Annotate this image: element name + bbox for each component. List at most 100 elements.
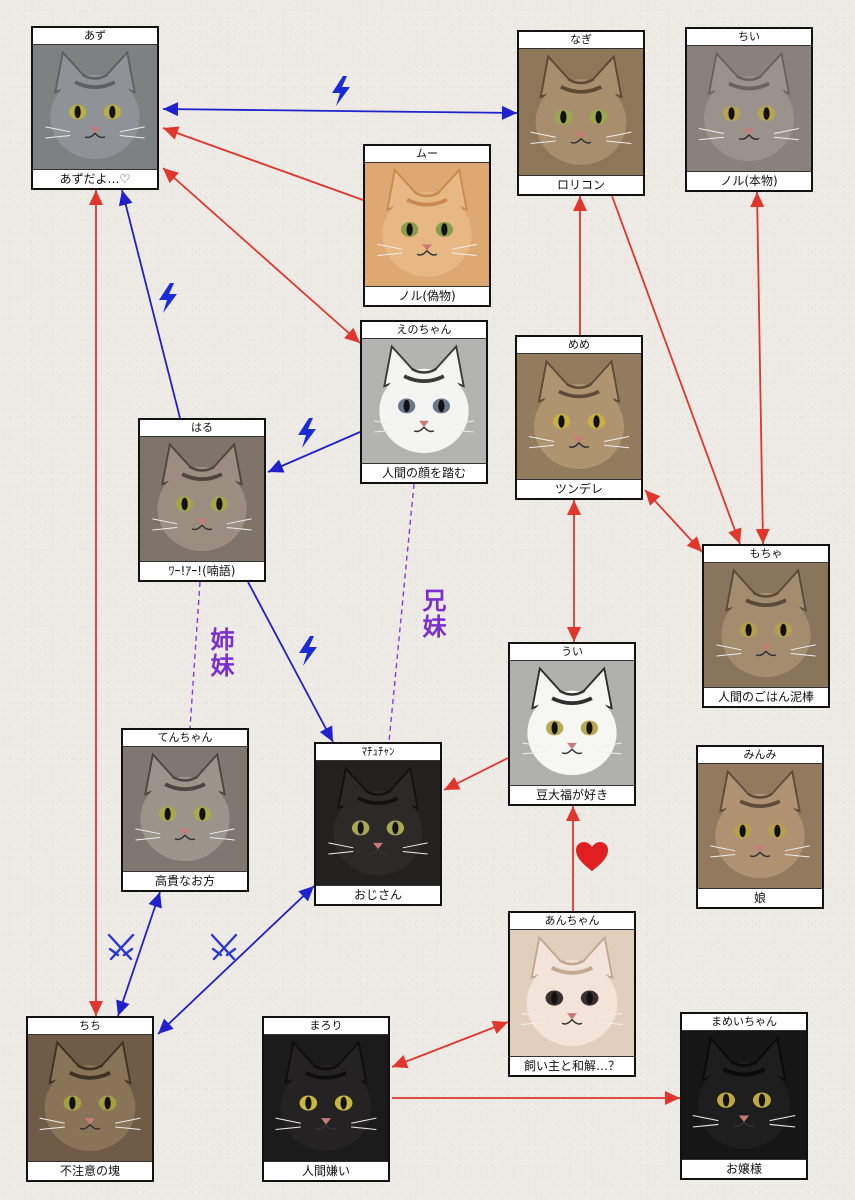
arrowhead <box>755 528 770 544</box>
crossed-swords-icon <box>107 933 135 961</box>
cat-card-ui[interactable]: うい豆大福が好き <box>508 642 636 806</box>
cat-card-mamei[interactable]: まめいちゃんお嬢様 <box>680 1012 808 1180</box>
edge-line <box>157 885 315 1035</box>
edge-line <box>756 191 764 545</box>
cat-card-eno[interactable]: えのちゃん人間の顔を踏む <box>360 320 488 484</box>
cat-caption: ﾜｰ!ｱｰ!(喃語) <box>140 561 264 580</box>
cat-card-azu[interactable]: あずあずだよ…♡ <box>31 26 159 190</box>
lightning-icon <box>159 283 177 313</box>
arrowhead <box>298 886 314 902</box>
cat-caption: 人間のごはん泥棒 <box>704 687 828 706</box>
edge-chii-mocha <box>750 191 770 545</box>
cat-face-icon <box>365 163 489 286</box>
arrowhead <box>268 459 285 473</box>
cat-caption: 娘 <box>698 888 822 907</box>
cat-photo <box>264 1035 388 1161</box>
cat-name: めめ <box>517 337 641 354</box>
cat-card-meme[interactable]: めめツンデレ <box>515 335 643 500</box>
cat-card-ten[interactable]: てんちゃん高貴なお方 <box>121 728 249 892</box>
cat-photo <box>140 437 264 561</box>
arrowhead <box>319 725 333 742</box>
cat-photo <box>28 1035 152 1161</box>
arrowhead <box>491 1020 508 1034</box>
edge-anchan-marori <box>391 1020 509 1069</box>
edge-haru-azu <box>118 189 181 419</box>
cat-card-anchan[interactable]: あんちゃん飼い主と和解…？ <box>508 911 636 1077</box>
cat-photo <box>316 761 440 885</box>
cat-face-icon <box>362 339 486 463</box>
arrowhead <box>344 327 360 343</box>
cat-caption: 人間嫌い <box>264 1161 388 1180</box>
cat-card-muu[interactable]: ムーノル(偽物) <box>363 144 491 307</box>
arrowhead <box>567 627 581 642</box>
cat-card-mocha[interactable]: もちゃ人間のごはん泥棒 <box>702 544 830 708</box>
cat-caption: お嬢様 <box>682 1159 806 1178</box>
cat-card-chii[interactable]: ちいノル(本物) <box>685 27 813 192</box>
lightning-icon <box>298 418 316 448</box>
edge-line <box>162 127 364 201</box>
arrowhead <box>665 1091 680 1105</box>
edge-ten-chichi <box>116 891 162 1017</box>
edge-line <box>162 108 518 114</box>
edge-anchan-ui <box>566 806 580 911</box>
cat-card-chichi[interactable]: ちち不注意の塊 <box>26 1016 154 1182</box>
cat-name: みんみ <box>698 747 822 764</box>
arrowhead <box>392 1055 409 1069</box>
arrowhead <box>158 1018 174 1034</box>
cat-name: まめいちゃん <box>682 1014 806 1031</box>
arrowhead <box>118 190 133 207</box>
edge-line <box>162 167 361 344</box>
edge-line <box>247 581 334 743</box>
cat-photo <box>698 764 822 888</box>
cat-card-ojisan[interactable]: ﾏﾁｭﾁｬﾝおじさん <box>314 742 442 906</box>
cat-caption: ロリコン <box>519 175 643 194</box>
arrowhead <box>645 490 661 506</box>
edge-haru-ten <box>189 581 201 729</box>
arrowhead <box>750 192 765 208</box>
cat-card-mimmi[interactable]: みんみ娘 <box>696 745 824 909</box>
cat-face-icon <box>517 354 641 479</box>
crossed-swords-icon <box>210 933 238 961</box>
edge-meme-mocha <box>644 489 703 553</box>
cat-card-marori[interactable]: まろり人間嫌い <box>262 1016 390 1182</box>
arrowhead <box>163 126 180 140</box>
edge-azu-chichi <box>89 190 103 1016</box>
cat-name: もちゃ <box>704 546 828 563</box>
cat-name: ちい <box>687 29 811 46</box>
cat-card-haru[interactable]: はる ﾜｰ!ｱｰ!(喃語) <box>138 418 266 582</box>
cat-name: ムー <box>365 146 489 163</box>
cat-face-icon <box>698 764 822 888</box>
cat-name: えのちゃん <box>362 322 486 339</box>
cat-caption: 高貴なお方 <box>123 871 247 890</box>
arrowhead <box>444 777 461 790</box>
cat-photo <box>682 1031 806 1159</box>
cat-photo <box>517 354 641 479</box>
cat-caption: あずだよ…♡ <box>33 169 157 188</box>
cat-face-icon <box>316 761 440 885</box>
edge-haru-ojisan <box>247 581 334 743</box>
cat-name: はる <box>140 420 264 437</box>
cat-face-icon <box>510 661 634 785</box>
edge-azu-nagi <box>162 102 518 120</box>
cat-photo <box>704 563 828 687</box>
cat-name: まろり <box>264 1018 388 1035</box>
arrowhead <box>501 105 517 120</box>
cat-photo <box>510 930 634 1056</box>
cat-face-icon <box>682 1031 806 1159</box>
cat-name: うい <box>510 644 634 661</box>
lightning-icon <box>332 76 350 106</box>
cat-caption: 人間の顔を踏む <box>362 463 486 482</box>
edge-line <box>391 1021 509 1068</box>
arrowhead <box>567 500 581 515</box>
arrowhead <box>116 999 130 1016</box>
cat-photo <box>687 46 811 171</box>
edge-marori-mamei <box>392 1091 680 1105</box>
cat-face-icon <box>28 1035 152 1161</box>
cat-name: ﾏﾁｭﾁｬﾝ <box>316 744 440 761</box>
edge-ojisan-chichi <box>157 885 315 1035</box>
edge-muu-azu <box>162 126 364 201</box>
cat-caption: 豆大福が好き <box>510 785 634 804</box>
cat-card-nagi[interactable]: なぎロリコン <box>517 30 645 196</box>
